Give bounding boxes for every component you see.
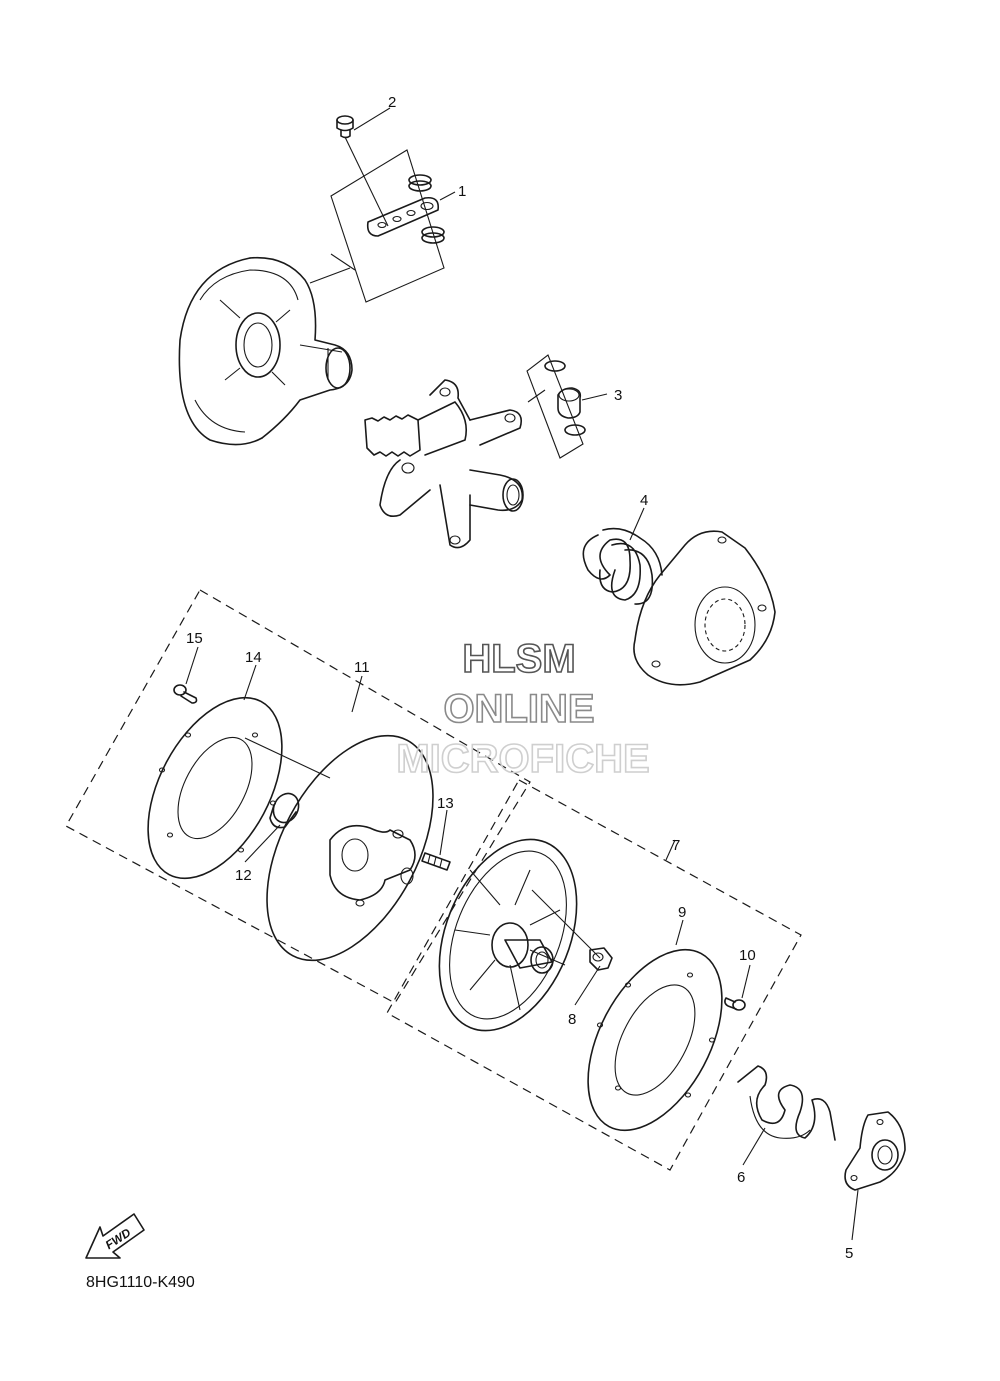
part-15-bolt[interactable] bbox=[173, 684, 198, 704]
watermark-line-3: MICROFICHE bbox=[396, 737, 649, 781]
callout-2[interactable]: 2 bbox=[388, 94, 396, 111]
part-1-arm-group[interactable] bbox=[330, 136, 445, 303]
callout-10[interactable]: 10 bbox=[739, 947, 756, 964]
callout-14[interactable]: 14 bbox=[245, 649, 262, 666]
part-10-bolt[interactable] bbox=[724, 997, 746, 1011]
group-11-box bbox=[65, 589, 531, 1004]
leader-lines bbox=[185, 107, 859, 1241]
diagram-code: 8HG1110-K490 bbox=[86, 1274, 195, 1291]
callout-3[interactable]: 3 bbox=[614, 387, 622, 404]
spider-shaft bbox=[364, 379, 524, 549]
callout-13[interactable]: 13 bbox=[437, 795, 454, 812]
fixed-sheave bbox=[178, 256, 353, 446]
part-3-roller-group[interactable] bbox=[526, 354, 586, 459]
callout-9[interactable]: 9 bbox=[678, 904, 686, 921]
callout-11[interactable]: 11 bbox=[354, 659, 370, 676]
part-2-bolt[interactable] bbox=[336, 115, 354, 139]
movable-sheave bbox=[438, 838, 578, 1032]
callout-8[interactable]: 8 bbox=[568, 1011, 576, 1028]
part-11-sliding-sheave[interactable] bbox=[233, 708, 468, 987]
callout-1[interactable]: 1 bbox=[458, 183, 466, 200]
part-14-plate[interactable] bbox=[120, 676, 309, 901]
callout-labels: 1 2 3 4 5 6 7 8 9 10 11 12 13 14 15 bbox=[186, 94, 853, 1262]
callout-15[interactable]: 15 bbox=[186, 630, 203, 647]
group-7-box bbox=[386, 779, 802, 1171]
part-4-spring[interactable] bbox=[582, 527, 663, 605]
part-8-weight[interactable] bbox=[589, 947, 613, 971]
part-5-cam[interactable] bbox=[844, 1111, 906, 1191]
part-12-bushing[interactable] bbox=[269, 789, 303, 829]
watermark: HLSM ONLINE MICROFICHE bbox=[396, 636, 651, 782]
fwd-arrow-icon: FWD bbox=[85, 1213, 145, 1259]
part-9-plate[interactable] bbox=[560, 928, 749, 1153]
watermark-line-1: HLSM bbox=[462, 637, 575, 681]
cover-plate bbox=[633, 530, 776, 686]
callout-7[interactable]: 7 bbox=[672, 837, 680, 854]
part-6-torsion-spring[interactable] bbox=[737, 1065, 836, 1141]
callout-6[interactable]: 6 bbox=[737, 1169, 745, 1186]
callout-5[interactable]: 5 bbox=[845, 1245, 853, 1262]
callout-12[interactable]: 12 bbox=[235, 867, 252, 884]
watermark-line-2: ONLINE bbox=[443, 687, 594, 731]
part-13-stud[interactable] bbox=[421, 852, 451, 871]
callout-4[interactable]: 4 bbox=[640, 492, 648, 509]
